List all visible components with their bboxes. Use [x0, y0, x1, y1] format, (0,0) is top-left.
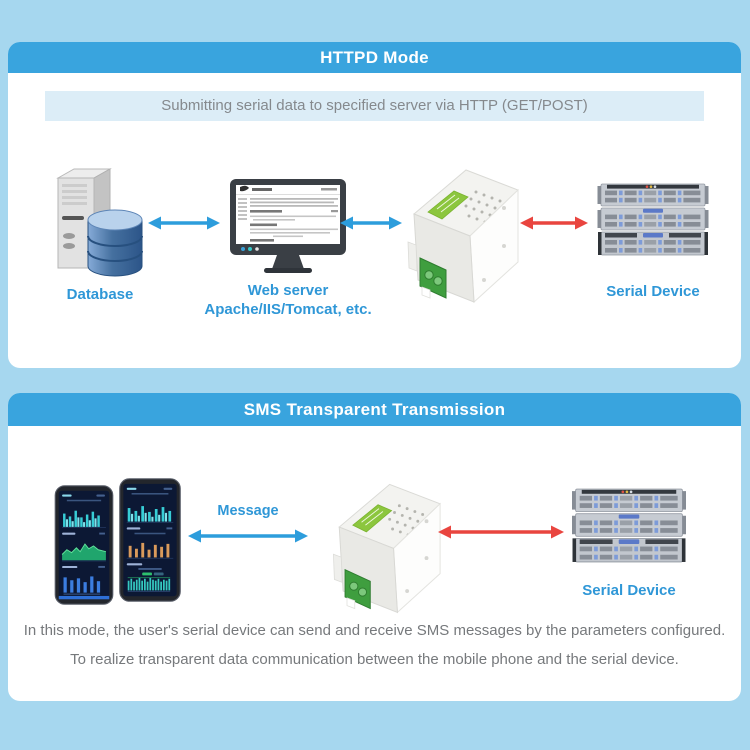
webserver-node: Web server Apache/IIS/Tomcat, etc. [200, 176, 376, 319]
database-node: Database [20, 166, 180, 304]
arrow-database-webserver [148, 214, 220, 232]
smartphone-dashboard-icon [119, 478, 181, 602]
web-server-monitor-icon [230, 179, 346, 273]
din-device-node-sms [304, 465, 454, 625]
din-device-node [380, 150, 530, 315]
httpd-mode-panel: HTTPD Mode Submitting serial data to spe… [8, 42, 741, 368]
httpd-mode-title: HTTPD Mode [8, 42, 741, 73]
httpd-subtitle: Submitting serial data to specified serv… [45, 91, 704, 121]
server-rack-icon [597, 183, 709, 256]
sms-description: In this mode, the user's serial device c… [8, 616, 741, 674]
din-rail-modem-icon [407, 169, 519, 304]
double-arrow-blue-icon [188, 529, 308, 543]
din-rail-modem-icon [333, 483, 441, 614]
serial-device-node-sms: Serial Device [562, 487, 696, 600]
webserver-label-line1: Web server [247, 282, 329, 299]
double-arrow-blue-icon [148, 216, 220, 230]
sms-description-line1: In this mode, the user's serial device c… [23, 622, 726, 639]
double-arrow-blue-icon [340, 216, 402, 230]
message-arrow-group: Message [178, 503, 318, 545]
sms-title: SMS Transparent Transmission [8, 393, 741, 426]
sms-description-line2: To realize transparent data communicatio… [70, 651, 679, 668]
serial-device-node: Serial Device [588, 182, 718, 301]
arrow-webserver-device [340, 214, 402, 232]
double-arrow-red-icon [438, 525, 564, 539]
sms-transmission-panel: SMS Transparent Transmission [8, 393, 741, 701]
arrow-device-serial [520, 214, 588, 232]
message-label: Message [217, 503, 279, 519]
webserver-label-line2: Apache/IIS/Tomcat, etc. [204, 301, 372, 318]
mobile-phones-node [53, 478, 193, 605]
database-server-icon [56, 168, 143, 277]
arrow-device-serial-sms [438, 523, 564, 541]
serial-device-label: Serial Device [606, 283, 700, 300]
smartphone-dashboard-icon [54, 485, 114, 605]
double-arrow-red-icon [520, 216, 588, 230]
database-label: Database [66, 286, 134, 303]
server-rack-icon [572, 488, 686, 563]
serial-device-label-sms: Serial Device [582, 582, 676, 599]
